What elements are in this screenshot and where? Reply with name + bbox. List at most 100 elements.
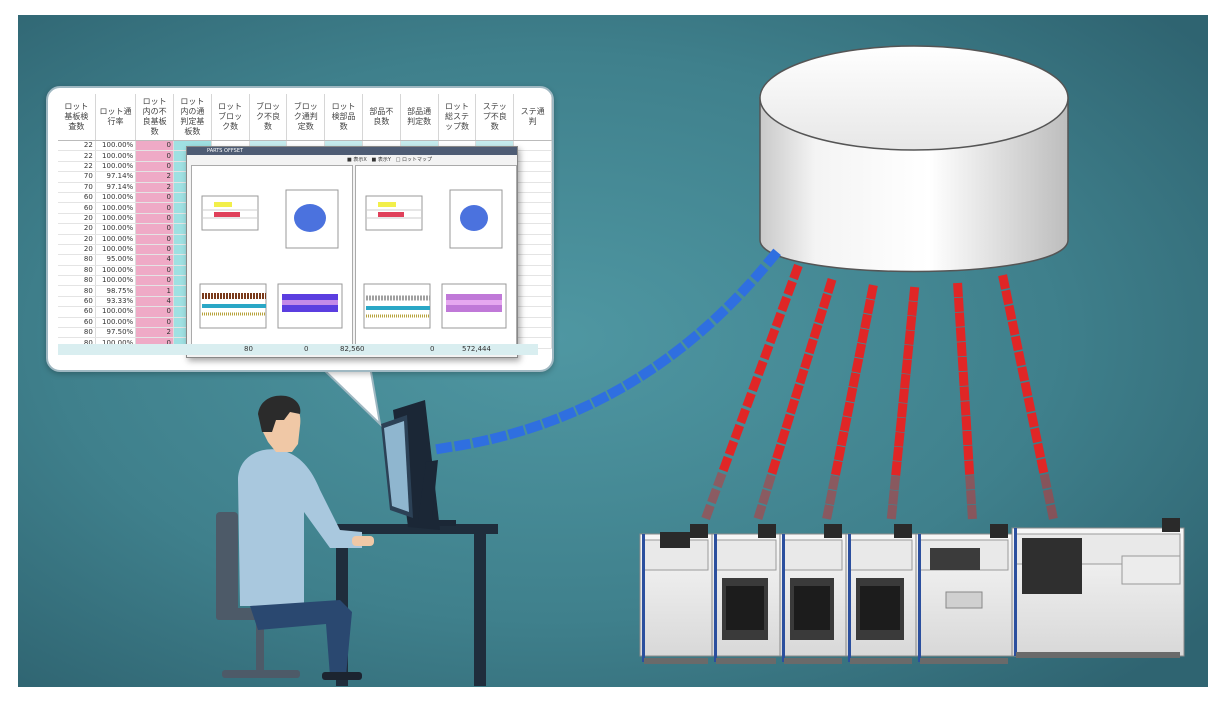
table-cell[interactable]: 100.00% (95, 317, 137, 329)
link-dash (804, 338, 818, 355)
table-cell[interactable]: 98.75% (95, 285, 137, 297)
table-cell[interactable]: 95.00% (95, 254, 137, 266)
table-cell[interactable]: 0 (135, 213, 174, 225)
table-cell[interactable] (513, 254, 552, 266)
table-cell[interactable]: 80 (58, 275, 96, 287)
table-cell[interactable] (513, 296, 552, 308)
table-cell[interactable]: 0 (135, 234, 174, 245)
table-cell[interactable]: 100.00% (95, 161, 137, 173)
table-cell[interactable] (513, 161, 552, 173)
table-cell[interactable]: 22 (58, 140, 96, 152)
table-cell[interactable]: 1 (135, 285, 174, 297)
table-cell[interactable]: 100.00% (95, 265, 137, 277)
table-cell[interactable]: 100.00% (95, 223, 137, 235)
table-cell[interactable]: 100.00% (95, 306, 137, 318)
table-cell[interactable]: 70 (58, 182, 96, 193)
table-cell[interactable]: 70 (58, 171, 96, 183)
column-header[interactable]: ロット通行率 (95, 94, 137, 141)
table-cell[interactable]: 100.00% (95, 213, 137, 225)
table-cell[interactable]: 0 (135, 306, 174, 318)
table-cell[interactable]: 97.50% (95, 327, 137, 339)
table-cell[interactable] (513, 234, 552, 245)
table-cell[interactable] (513, 285, 552, 297)
column-header[interactable]: 部品通判定数 (400, 94, 439, 141)
table-cell[interactable]: 0 (135, 244, 174, 256)
table-cell[interactable]: 20 (58, 213, 96, 225)
table-cell[interactable]: 60 (58, 296, 96, 308)
column-header[interactable]: ロットブロック数 (211, 94, 250, 141)
table-cell[interactable]: 100.00% (95, 234, 137, 245)
column-header[interactable]: ロット検部品数 (324, 94, 363, 141)
table-cell[interactable]: 60 (58, 317, 96, 329)
table-cell[interactable] (513, 275, 552, 287)
table-cell[interactable] (513, 192, 552, 204)
table-cell[interactable] (513, 223, 552, 235)
table-cell[interactable]: 100.00% (95, 192, 137, 204)
table-cell[interactable]: 60 (58, 306, 96, 318)
table-cell[interactable] (513, 182, 552, 193)
table-cell[interactable]: 60 (58, 202, 96, 214)
column-header[interactable]: ロット内の通判定基板数 (173, 94, 212, 141)
table-cell[interactable]: 0 (135, 150, 174, 162)
table-cell[interactable]: 0 (135, 192, 174, 204)
table-cell[interactable]: 100.00% (95, 140, 137, 152)
table-cell[interactable]: 22 (58, 150, 96, 162)
column-header[interactable]: ブロック不良数 (249, 94, 288, 141)
link-dash (574, 399, 594, 416)
table-cell[interactable]: 0 (135, 140, 174, 152)
table-cell[interactable]: 22 (58, 161, 96, 173)
table-cell[interactable]: 93.33% (95, 296, 137, 308)
link-dash (854, 342, 867, 359)
table-cell[interactable]: 2 (135, 171, 174, 183)
footer-value: 0 (430, 345, 435, 353)
table-cell[interactable]: 2 (135, 182, 174, 193)
table-cell[interactable]: 4 (135, 296, 174, 308)
legend-item: ■ 表示Y (371, 157, 391, 163)
table-cell[interactable]: 4 (135, 254, 174, 266)
table-cell[interactable]: 100.00% (95, 275, 137, 287)
link-dash (742, 391, 756, 409)
link-dash (541, 413, 561, 429)
table-cell[interactable] (513, 327, 552, 339)
table-cell[interactable] (513, 265, 552, 277)
table-cell[interactable]: 80 (58, 285, 96, 297)
table-cell[interactable]: 0 (135, 223, 174, 235)
column-header[interactable]: ブロック通判定数 (286, 94, 326, 141)
table-cell[interactable] (513, 306, 552, 318)
table-cell[interactable] (513, 244, 552, 256)
table-cell[interactable] (513, 150, 552, 162)
table-cell[interactable]: 0 (135, 161, 174, 173)
table-cell[interactable] (513, 317, 552, 329)
column-header[interactable]: ステ通判 (513, 94, 552, 141)
column-header[interactable]: 部品不良数 (362, 94, 401, 141)
table-cell[interactable]: 80 (58, 265, 96, 277)
table-cell[interactable]: 0 (135, 317, 174, 329)
column-header[interactable]: ステップ不良数 (475, 94, 515, 141)
table-cell[interactable]: 0 (135, 265, 174, 277)
table-cell[interactable] (513, 213, 552, 225)
table-cell[interactable]: 100.00% (95, 202, 137, 214)
table-cell[interactable]: 20 (58, 244, 96, 256)
column-header[interactable]: ロット基板検査数 (58, 94, 96, 141)
link-dash (907, 301, 918, 316)
table-cell[interactable] (513, 171, 552, 183)
table-cell[interactable] (513, 140, 552, 152)
table-cell[interactable]: 80 (58, 327, 96, 339)
operator-person-icon (238, 395, 374, 680)
table-cell[interactable]: 80 (58, 254, 96, 266)
table-cell[interactable]: 20 (58, 234, 96, 245)
table-cell[interactable]: 0 (135, 202, 174, 214)
legend-item: ■ 表示X (347, 157, 367, 163)
table-cell[interactable]: 97.14% (95, 182, 137, 193)
table-cell[interactable]: 60 (58, 192, 96, 204)
table-cell[interactable]: 20 (58, 223, 96, 235)
table-cell[interactable]: 100.00% (95, 244, 137, 256)
column-header[interactable]: ロット内の不良基板数 (135, 94, 174, 141)
column-header[interactable]: ロット総ステップ数 (438, 94, 477, 141)
table-cell[interactable] (513, 202, 552, 214)
link-dash (713, 471, 727, 489)
table-cell[interactable]: 2 (135, 327, 174, 339)
table-cell[interactable]: 0 (135, 275, 174, 287)
table-cell[interactable]: 97.14% (95, 171, 137, 183)
table-cell[interactable]: 100.00% (95, 150, 137, 162)
